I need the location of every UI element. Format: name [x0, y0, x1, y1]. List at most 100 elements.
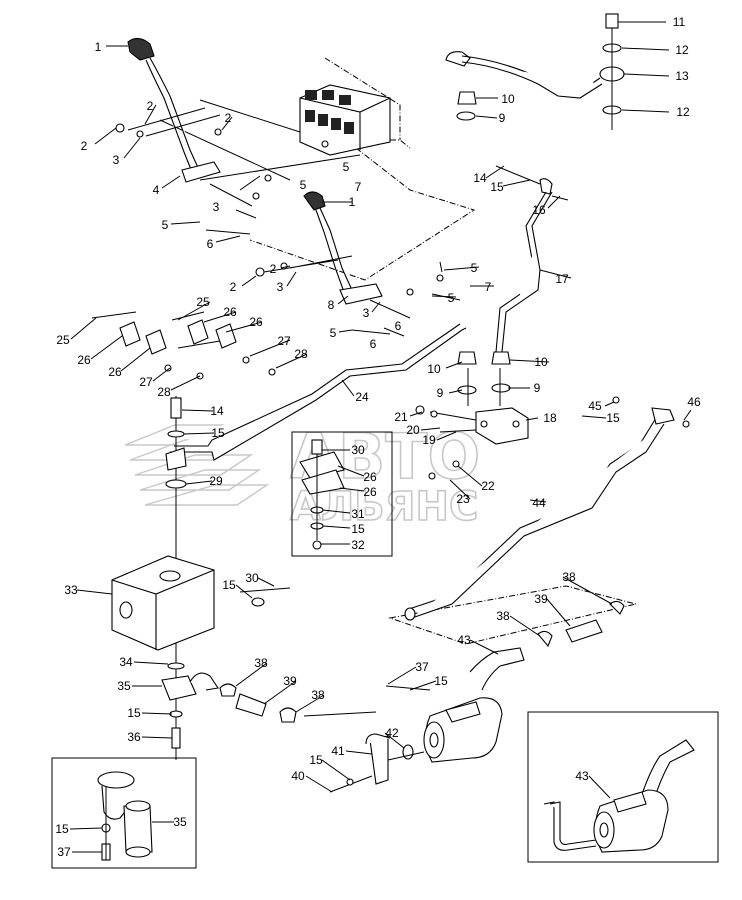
callout-label: 21 [394, 410, 408, 424]
callout-label: 33 [64, 583, 78, 597]
callout-label: 36 [127, 730, 141, 744]
callout-label: 26 [363, 470, 377, 484]
callout-label: 9 [534, 381, 541, 395]
callout-label: 25 [56, 333, 70, 347]
left-column-assembly [111, 396, 291, 760]
callout-label: 40 [291, 769, 305, 783]
hose-connectors [219, 683, 377, 723]
callout-label: 26 [77, 353, 91, 367]
lower-lever [255, 191, 461, 337]
callout-label: 5 [343, 160, 350, 174]
callout-label: 14 [210, 404, 224, 418]
upper-pipe-assembly [445, 13, 625, 130]
callout-label: 44 [532, 496, 546, 510]
callout-label: 37 [415, 660, 429, 674]
elbow-41 [329, 733, 425, 793]
callout-label: 15 [309, 753, 323, 767]
callout-label: 41 [331, 744, 345, 758]
callout-label: 29 [209, 474, 223, 488]
callout-label: 16 [532, 203, 546, 217]
callout-label: 27 [139, 375, 153, 389]
callout-label: 4 [153, 183, 160, 197]
inset-detail-elbow [51, 757, 197, 869]
callout-label: 12 [675, 43, 689, 57]
callout-label: 27 [277, 334, 291, 348]
callout-label: 11 [673, 15, 686, 29]
valve-block-18 [415, 351, 529, 480]
callout-label: 15 [490, 180, 504, 194]
callout-label: 5 [471, 261, 478, 275]
callout-label: 26 [223, 305, 237, 319]
callout-label: 1 [349, 195, 356, 209]
upper-lever [115, 37, 272, 235]
callout-label: 12 [676, 105, 690, 119]
callout-label: 14 [473, 171, 487, 185]
callout-label: 7 [485, 280, 492, 294]
callout-label: 42 [385, 726, 399, 740]
callout-label: 26 [108, 365, 122, 379]
callout-label: 5 [330, 326, 337, 340]
callout-label: 2 [225, 111, 232, 125]
callout-label: 28 [157, 385, 171, 399]
callout-label: 9 [499, 111, 506, 125]
callout-label: 20 [406, 423, 420, 437]
inset-detail-clamp [291, 431, 393, 557]
callout-label: 10 [427, 362, 441, 376]
pipe-17 [495, 165, 569, 353]
callout-label: 6 [370, 337, 377, 351]
callout-label: 15 [127, 706, 141, 720]
callout-label: 25 [196, 295, 210, 309]
callout-label: 2 [81, 139, 88, 153]
callout-label: 3 [277, 280, 284, 294]
callout-label: 31 [351, 507, 365, 521]
callout-label: 5 [448, 291, 455, 305]
callout-label: 2 [230, 280, 237, 294]
callout-label: 1 [95, 40, 102, 54]
callout-label: 19 [422, 433, 436, 447]
callout-label: 18 [543, 411, 557, 425]
muffler-43 [385, 647, 525, 763]
callout-label: 15 [211, 426, 225, 440]
callout-label: 5 [162, 218, 169, 232]
callout-label: 10 [534, 355, 548, 369]
callout-label: 15 [606, 411, 620, 425]
tube-39-right [537, 600, 625, 648]
callout-label: 39 [283, 674, 297, 688]
callout-label: 2 [270, 262, 277, 276]
callout-label: 35 [173, 815, 187, 829]
callout-label: 45 [588, 399, 602, 413]
exhaust-tube-44 [388, 396, 690, 645]
callout-label: 3 [213, 200, 220, 214]
callout-label: 38 [254, 656, 268, 670]
callout-label: 15 [222, 578, 236, 592]
callout-label: 10 [501, 92, 515, 106]
callout-label: 34 [119, 655, 133, 669]
callout-label: 30 [351, 443, 365, 457]
callout-label: 43 [575, 769, 589, 783]
callout-label: 8 [328, 298, 335, 312]
callout-label: 23 [456, 492, 470, 506]
callout-label: 15 [434, 674, 448, 688]
callout-label: 30 [245, 571, 259, 585]
control-valve-assembly [159, 57, 476, 281]
callout-label: 3 [363, 306, 370, 320]
callout-label: 24 [355, 390, 369, 404]
callout-label: 38 [496, 609, 510, 623]
callout-label: 32 [351, 538, 365, 552]
callout-label: 9 [437, 386, 444, 400]
callout-label: 46 [687, 395, 701, 409]
leader-lines [69, 21, 692, 853]
callout-label: 5 [300, 178, 307, 192]
callout-label: 35 [117, 679, 131, 693]
callout-label: 6 [207, 237, 214, 251]
callout-label: 2 [147, 99, 154, 113]
inset-detail-muffler [527, 711, 719, 863]
callout-label: 43 [457, 633, 471, 647]
callout-label: 3 [113, 153, 120, 167]
callout-label: 15 [55, 822, 69, 836]
callout-label: 26 [249, 315, 263, 329]
bracket-group [91, 311, 276, 380]
callout-label: 17 [555, 272, 569, 286]
